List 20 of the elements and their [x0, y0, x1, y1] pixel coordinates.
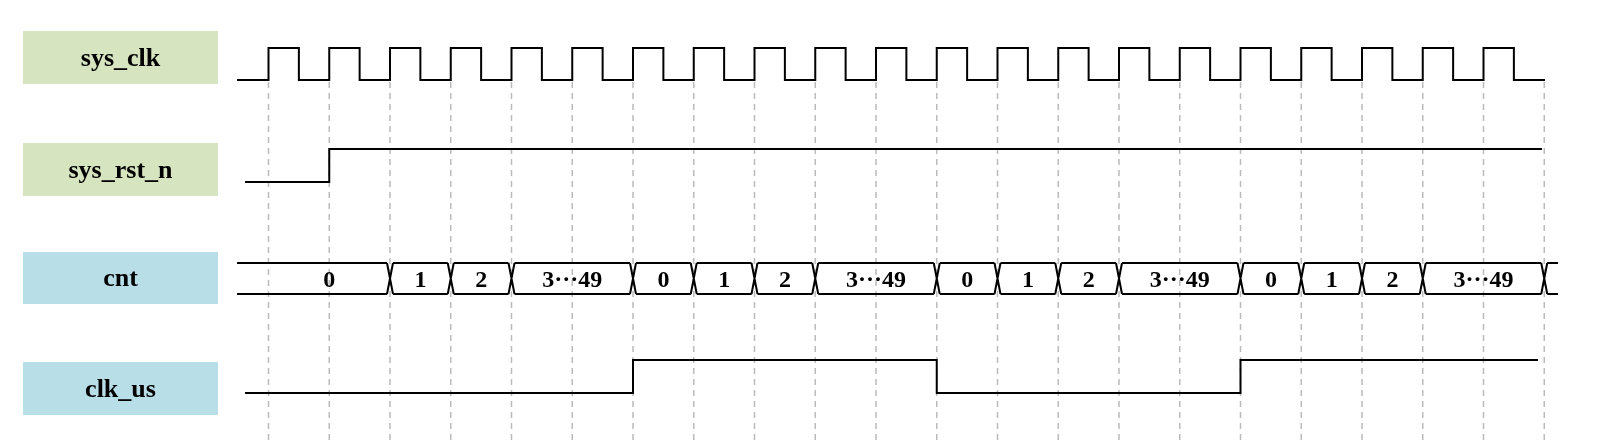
bus-value: 1 [1021, 265, 1034, 293]
signal-name-label: sys_clk [23, 31, 218, 84]
bus-value: 0 [1264, 265, 1277, 293]
signal-name-label: clk_us [23, 362, 218, 415]
signal-name-label: sys_rst_n [23, 143, 218, 196]
signal-name-label: cnt [23, 252, 218, 304]
bus-value: 0 [961, 265, 974, 293]
bus-value: 2 [475, 265, 488, 293]
bus-value: 1 [1325, 265, 1338, 293]
bus-value: 0 [657, 265, 670, 293]
bus-value: 0 [323, 265, 336, 293]
bus-value: 3···49 [846, 265, 906, 293]
bus-value: 3···49 [542, 265, 603, 293]
bus-value: 2 [1386, 265, 1399, 293]
bus-value: 2 [778, 265, 791, 293]
bus-value: 3···49 [1453, 265, 1514, 293]
bus-value: 3···49 [1149, 265, 1210, 293]
bus-value: 1 [414, 265, 427, 293]
bus-value: 1 [718, 265, 731, 293]
bus-value: 2 [1082, 265, 1095, 293]
